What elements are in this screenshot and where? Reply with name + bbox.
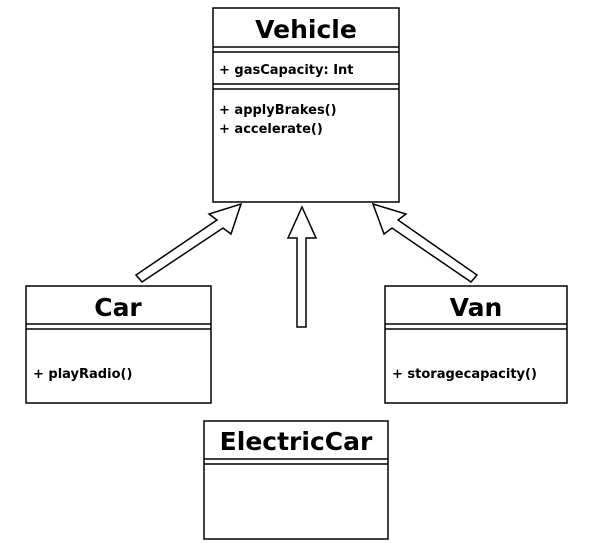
class-car-method: + playRadio() bbox=[33, 367, 132, 382]
generalization-arrow-electriccar-to-vehicle bbox=[286, 205, 318, 328]
class-electric-car[interactable]: ElectricCar bbox=[203, 420, 389, 540]
class-vehicle[interactable]: Vehicle + gasCapacity: Int + applyBrakes… bbox=[212, 7, 400, 203]
class-car[interactable]: Car + playRadio() bbox=[25, 285, 212, 404]
class-van[interactable]: Van + storagecapacity() bbox=[384, 285, 568, 404]
class-electric-car-name: ElectricCar bbox=[220, 427, 373, 456]
class-car-name: Car bbox=[94, 293, 142, 322]
class-vehicle-name: Vehicle bbox=[255, 15, 357, 44]
generalization-arrow-van-to-vehicle bbox=[371, 202, 479, 283]
class-vehicle-method: + applyBrakes() bbox=[219, 103, 337, 118]
class-van-box bbox=[384, 285, 568, 404]
class-vehicle-box bbox=[212, 7, 400, 203]
class-van-method: + storagecapacity() bbox=[392, 367, 537, 382]
class-van-name: Van bbox=[450, 293, 503, 322]
class-car-box bbox=[25, 285, 212, 404]
class-electric-car-box bbox=[203, 420, 389, 540]
generalization-arrow-car-to-vehicle bbox=[134, 202, 243, 283]
class-vehicle-method: + accelerate() bbox=[219, 122, 323, 137]
class-vehicle-attribute: + gasCapacity: Int bbox=[219, 63, 354, 78]
